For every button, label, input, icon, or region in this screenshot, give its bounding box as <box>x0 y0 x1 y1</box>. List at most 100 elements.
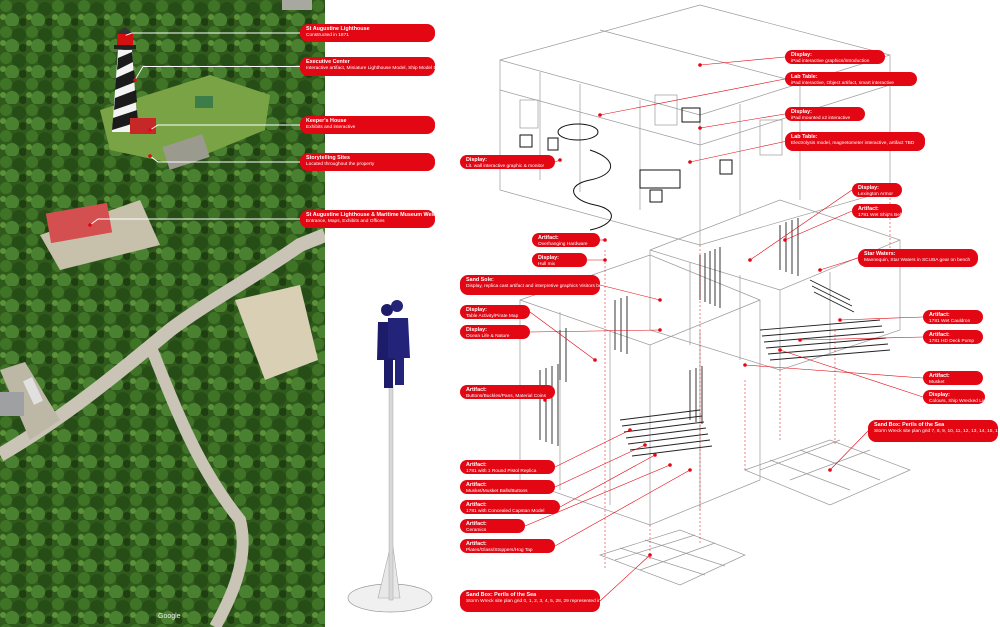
callout-title: Artifact: <box>466 521 487 527</box>
callout-title: Artifact: <box>466 482 487 488</box>
callout-title: Artifact: <box>538 235 559 241</box>
keepers-house-roof <box>130 118 156 134</box>
chair-3 <box>649 189 663 203</box>
callout-display-2: Display:iPad mounted x2 interactive <box>785 107 865 121</box>
callout-star-waters: Star Waters:Mannequin, Star Waters in SC… <box>858 249 978 267</box>
callout-title: Display: <box>466 157 487 163</box>
chair-4 <box>719 159 733 175</box>
callout-title: Storytelling Sites <box>306 155 351 161</box>
callout-title: Artifact: <box>929 332 950 338</box>
callout-description: 1781 HD Deck Pump <box>929 338 975 344</box>
middle-floor-walls <box>649 199 901 371</box>
isometric-exhibit-model <box>347 4 911 613</box>
parking-lot <box>235 285 318 380</box>
aerial-photo <box>0 0 325 627</box>
callout-title: Sand Box: Perils of the Sea <box>874 422 945 428</box>
callout-description: Display, replica cast artifact and inter… <box>466 283 600 289</box>
callout-title: St Augustine Lighthouse & Maritime Museu… <box>306 212 435 218</box>
callout-sand-sole: Sand Sole:Display, replica cast artifact… <box>460 275 600 295</box>
lawn-area <box>100 75 270 165</box>
callout-artifact-hardware: Artifact:Overhanging Hardware <box>532 233 600 247</box>
callout-description: 1781 Wet Ship's Bell <box>858 212 902 218</box>
callout-description: Plates/Glass/Stoppers/Hog Tap <box>466 547 533 553</box>
welcome-center-roof <box>45 202 113 244</box>
callout-display-lighting: Display:Colours, Ship Wrecked Lighting <box>923 390 985 404</box>
callout-display-3: Display:Lexington Armor <box>852 183 902 197</box>
callout-artifact-musket-balls: Artifact:Musket/Musket Balls/Buttons <box>460 480 555 494</box>
spiral-stair <box>573 149 612 231</box>
callout-description: 1781 with 1 Round Pistol Replica <box>466 468 537 474</box>
callout-title: Display: <box>466 327 487 333</box>
callout-description: Entrance, Maps, Exhibits and Offices <box>306 218 385 224</box>
ship-hull-structure-mid <box>699 218 891 361</box>
callout-description: iPad interactive graphics/introduction <box>791 58 870 64</box>
callout-title: Sand Sole: <box>466 277 494 283</box>
callout-title: Display: <box>466 307 487 313</box>
callout-title: Star Waters: <box>864 251 896 257</box>
callout-artifact-plates: Artifact:Plates/Glass/Stoppers/Hog Tap <box>460 539 555 553</box>
callout-title: Display: <box>858 185 879 191</box>
callout-title: Artifact: <box>466 502 487 508</box>
callout-description: Table Activity/Pirate Map <box>466 313 519 319</box>
callout-artifact-pump: Artifact:1781 HD Deck Pump <box>923 330 983 344</box>
callout-description: Colours, Ship Wrecked Lighting <box>929 398 985 404</box>
callout-display-hull: Display:Hull mix <box>532 253 587 267</box>
small-building-2 <box>282 0 312 10</box>
callout-title: Executive Center <box>306 59 350 65</box>
callout-title: Artifact: <box>929 373 950 379</box>
callout-welcome-center: St Augustine Lighthouse & Maritime Museu… <box>300 210 435 228</box>
callout-description: Ocean Life & Nature <box>466 333 510 339</box>
callout-artifact-musket: Artifact:Musket <box>923 371 983 385</box>
lab-table <box>557 123 599 141</box>
visitor-silhouette <box>347 300 433 613</box>
upper-floor-walls <box>499 4 891 246</box>
callout-description: Ceramics <box>466 527 487 533</box>
callout-title: Display: <box>791 52 812 58</box>
map-watermark: Google <box>158 613 181 620</box>
callout-description: Interactive artifact, Miniature Lighthou… <box>306 65 435 71</box>
callout-display-ocean: Display:Ocean Life & Nature <box>460 325 530 339</box>
callout-display-activity: Display:Table Activity/Pirate Map <box>460 305 530 319</box>
callout-artifact-cannon: Artifact:1781 with Concealed Capstan Mod… <box>460 500 560 514</box>
site-plan-grid-right <box>744 439 911 506</box>
monitor <box>681 107 701 123</box>
callout-description: Electrolysis model, magnetometer interac… <box>791 140 915 146</box>
callout-description: iPad mounted x2 interactive <box>791 115 851 121</box>
chair <box>519 134 533 148</box>
callout-title: Artifact: <box>466 462 487 468</box>
driveway <box>40 200 160 270</box>
lighthouse-tower <box>112 27 138 132</box>
callout-title: Display: <box>791 109 812 115</box>
entry-road <box>0 362 60 440</box>
green-roof-building <box>195 96 213 108</box>
callout-title: Artifact: <box>466 541 487 547</box>
callout-artifact-cauldron: Artifact:1781 Wet Cauldron <box>923 310 983 324</box>
callout-title: Artifact: <box>929 312 950 318</box>
callout-description: Buttons/Buckles/Pans, Material Coins <box>466 393 546 399</box>
callout-title: Display: <box>929 392 950 398</box>
small-building <box>0 392 24 416</box>
callout-description: Located throughout the property <box>306 161 375 167</box>
site-plan-grid-left <box>598 529 746 586</box>
callout-artifact-pistol: Artifact:1781 with 1 Round Pistol Replic… <box>460 460 555 474</box>
display-case <box>639 169 681 189</box>
callout-title: Lab Table: <box>791 134 818 140</box>
callout-display-top: Display:iPad interactive graphics/introd… <box>785 50 885 64</box>
callout-description: Musket/Musket Balls/Buttons <box>466 488 528 494</box>
callout-description: Musket <box>929 379 945 385</box>
callout-description: Storm Wreck site plan grid 0, 1, 2, 3, 4… <box>466 598 600 604</box>
callout-title: Keeper's House <box>306 118 347 124</box>
callout-description: Lexington Armor <box>858 191 893 197</box>
callout-artifact-bell: Artifact:1781 Wet Ship's Bell <box>852 204 902 218</box>
callout-artifact-ceramics: Artifact:Ceramics <box>460 519 525 533</box>
callout-title: Artifact: <box>466 387 487 393</box>
callout-description: Overhanging Hardware <box>538 241 588 247</box>
callout-display-left-1: Display:Lit. wall interactive graphic & … <box>460 155 555 169</box>
ship-hull-structure-low <box>539 296 713 457</box>
